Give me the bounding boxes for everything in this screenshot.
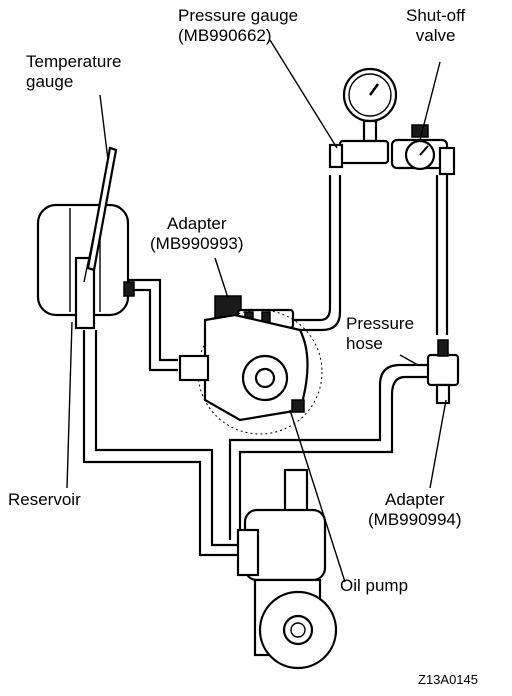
pressure-hose-label-line-2: hose: [346, 334, 383, 353]
pressure-gauge: [328, 67, 398, 169]
adapter-mb990993-label-line-2: (MB990993): [150, 234, 244, 253]
temperature-gauge-label-line-2: gauge: [26, 72, 74, 91]
pressure-gauge-label-line-1: Pressure gauge: [178, 6, 299, 25]
shutoff-valve-label-line-2: valve: [415, 26, 456, 45]
shutoff-valve-label-line-1: Shut-off: [406, 6, 466, 25]
adapter-mb990994-label-line-2: (MB990994): [368, 510, 462, 529]
oil-pump-label-text: Oil pump: [340, 576, 409, 595]
temperature-gauge-label: Temperature gauge: [26, 52, 121, 92]
reservoir-label-text: Reservoir: [8, 490, 81, 509]
adapter-mb990993-label-line-1: Adapter: [167, 214, 227, 233]
temperature-gauge: [83, 146, 118, 283]
temperature-gauge-label-line-1: Temperature: [26, 52, 122, 71]
steering-gear-box: [236, 468, 338, 670]
pressure-gauge-label-line-2: (MB990662): [178, 26, 272, 45]
adapter-mb990993-label: Adapter (MB990993): [150, 214, 244, 254]
hose-lines: [82, 175, 449, 557]
pressure-hose-label-line-1: Pressure: [346, 314, 415, 333]
oil-pump: [178, 309, 323, 435]
adapter-mb990994: [426, 339, 460, 405]
pressure-gauge-label: Pressure gauge (MB990662): [178, 6, 298, 46]
adapter-mb990994-label-line-1: Adapter: [385, 490, 445, 509]
figure-code: Z13A0145: [418, 672, 478, 687]
reservoir: [36, 203, 135, 330]
reservoir-label: Reservoir: [8, 490, 81, 510]
leader-lines: [66, 39, 447, 583]
shutoff-valve: [390, 124, 456, 176]
adapter-mb990994-label: Adapter (MB990994): [368, 490, 462, 530]
shutoff-valve-label: Shut-off valve: [406, 6, 465, 46]
pressure-hose-label: Pressure hose: [346, 314, 414, 354]
oil-pump-label: Oil pump: [340, 576, 408, 596]
